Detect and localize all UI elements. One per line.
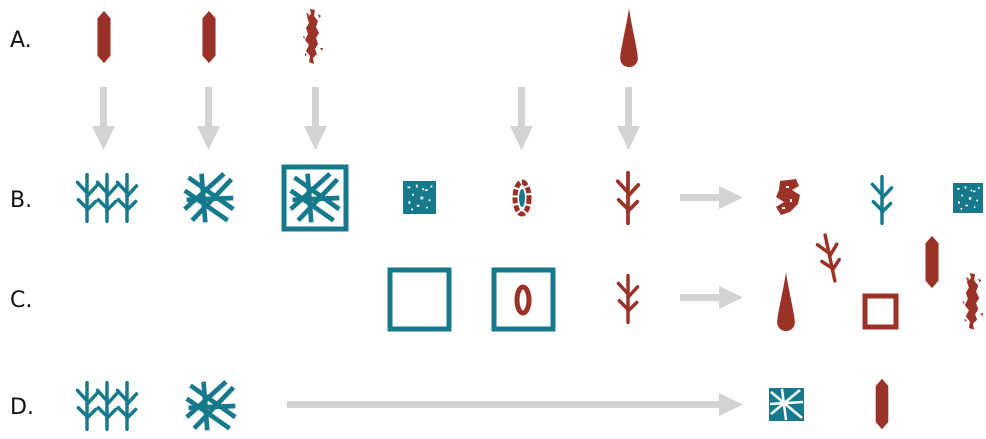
teal-triple-branch-icon	[75, 172, 139, 224]
red-blob-icon	[776, 179, 800, 215]
teal-square-with-red-oval-icon	[491, 267, 556, 332]
red-capsule-icon	[875, 378, 889, 430]
gray-arrow-icon	[617, 87, 640, 150]
gray-arrow-icon	[197, 87, 220, 150]
red-branch-icon	[618, 276, 637, 323]
teal-crossed-sticks-icon	[187, 382, 236, 431]
row-label-b: B.	[10, 188, 33, 213]
teal-crossed-sticks-icon	[185, 174, 234, 223]
red-teardrop-icon	[777, 271, 795, 332]
teal-noisy-square-icon	[403, 181, 436, 214]
teal-branch-icon	[870, 174, 894, 226]
row-label-c: C.	[10, 288, 33, 313]
gray-arrow-icon	[92, 87, 115, 150]
gray-arrow-icon	[304, 87, 327, 150]
gray-arrow-icon	[680, 286, 743, 309]
teal-triple-branch-icon	[75, 380, 139, 432]
red-branch-icon	[615, 170, 641, 226]
red-teardrop-icon	[620, 7, 638, 68]
red-square-outline-icon	[862, 293, 899, 330]
red-eroded-capsule-icon	[962, 273, 984, 330]
red-eroded-capsule-icon	[303, 9, 323, 64]
red-capsule-icon	[925, 235, 939, 289]
red-oval-ring-icon	[512, 179, 532, 217]
red-capsule-icon	[97, 10, 111, 64]
red-branch-icon	[813, 231, 847, 285]
down-arrows	[92, 87, 640, 150]
gray-arrow-icon	[510, 87, 533, 150]
teal-boxed-crossed-sticks-icon	[281, 164, 349, 232]
gray-arrow-icon	[680, 186, 743, 209]
row-label-d: D.	[10, 395, 34, 420]
teal-noisy-crossed-square-icon	[769, 388, 804, 421]
row-label-a: A.	[10, 28, 32, 53]
red-capsule-icon	[202, 10, 216, 64]
teal-square-outline-icon	[387, 267, 452, 332]
teal-noisy-square-icon	[953, 183, 983, 213]
gray-arrow-icon	[287, 393, 743, 416]
